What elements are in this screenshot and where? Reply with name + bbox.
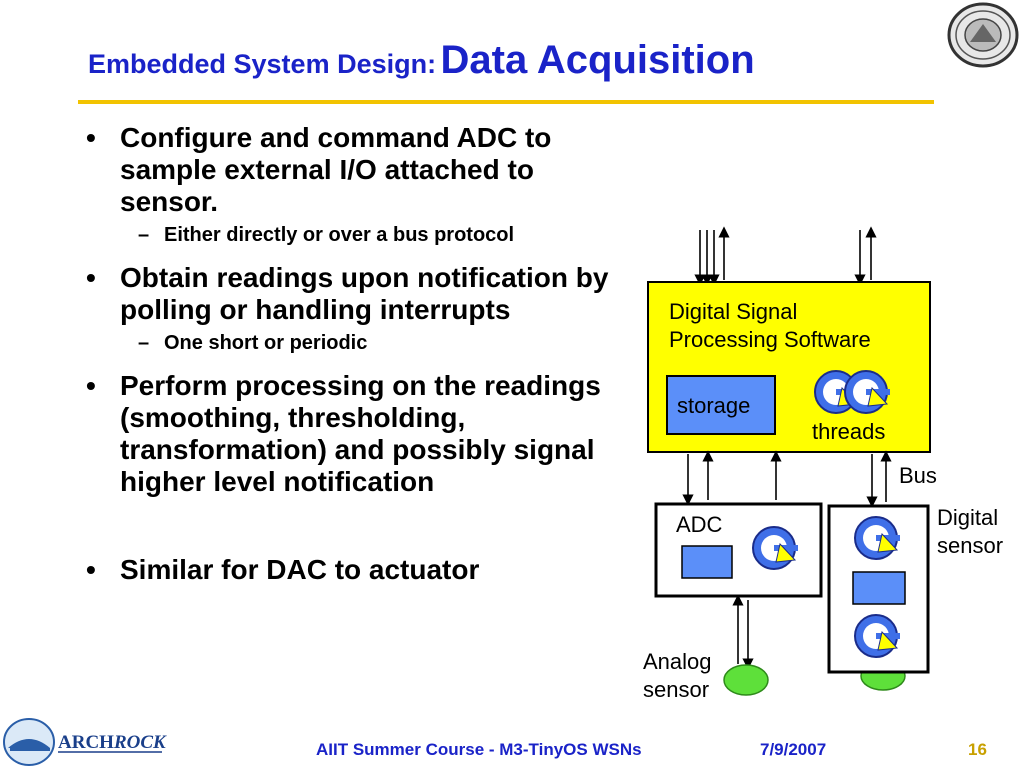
slide-title: Embedded System Design: Data Acquisition bbox=[88, 38, 755, 83]
footer-date: 7/9/2007 bbox=[760, 740, 827, 759]
sub-bullet-text: One short or periodic bbox=[164, 332, 368, 354]
bullet-item: •Configure and command ADC to sample ext… bbox=[86, 122, 552, 217]
title-underline bbox=[78, 100, 934, 104]
storage-label: storage bbox=[677, 393, 751, 418]
sub-bullet-item: –One short or periodic bbox=[138, 332, 368, 354]
dsp-label-line1: Digital Signal bbox=[669, 299, 798, 324]
bullet-item: •Similar for DAC to actuator bbox=[86, 554, 480, 585]
title-prefix: Embedded System Design: bbox=[88, 49, 437, 79]
analog-sensor-node bbox=[723, 664, 769, 696]
bullet-text: Obtain readings upon notification by pol… bbox=[120, 262, 609, 325]
footer-course: AIIT Summer Course - M3-TinyOS WSNs bbox=[316, 740, 642, 759]
bus-label: Bus bbox=[899, 463, 937, 488]
bullet-list: •Configure and command ADC to sample ext… bbox=[86, 122, 626, 586]
dsp-label: Digital Signal Processing Software bbox=[669, 298, 871, 354]
top-io-arrows bbox=[694, 226, 877, 286]
university-seal-icon bbox=[947, 2, 1019, 68]
threads-label: threads bbox=[812, 419, 886, 444]
bullet-text: Configure and command ADC to sample exte… bbox=[120, 122, 552, 217]
digital-sensor-label: Digital sensor bbox=[937, 504, 1003, 560]
bullet-text: Perform processing on the readings (smoo… bbox=[120, 370, 601, 497]
bus-arrows bbox=[682, 450, 892, 508]
analog-sensor-label: Analog sensor bbox=[643, 648, 712, 704]
bullet-item: •Obtain readings upon notification by po… bbox=[86, 262, 609, 325]
adc-register-box bbox=[681, 545, 733, 579]
archrock-logo: ARCHROCK bbox=[3, 718, 167, 766]
bullet-item: •Perform processing on the readings (smo… bbox=[86, 370, 601, 497]
title-main: Data Acquisition bbox=[440, 38, 755, 82]
storage-box bbox=[666, 375, 776, 435]
sensor-register-box bbox=[852, 571, 906, 605]
bullet-text: Similar for DAC to actuator bbox=[120, 554, 480, 585]
digital-sensor-label-line2: sensor bbox=[937, 533, 1004, 558]
sub-bullet-item: –Either directly or over a bus protocol bbox=[138, 224, 515, 246]
adc-label: ADC bbox=[676, 512, 723, 537]
sub-bullet-text: Either directly or over a bus protocol bbox=[164, 224, 515, 246]
analog-sensor-label-line1: Analog bbox=[643, 649, 712, 674]
svg-text:ARCHROCK: ARCHROCK bbox=[58, 732, 167, 753]
digital-sensor-label-line1: Digital bbox=[937, 505, 999, 530]
analog-sensor-label-line2: sensor bbox=[643, 677, 710, 702]
dsp-label-line2: Processing Software bbox=[669, 327, 871, 352]
footer-page-number: 16 bbox=[968, 740, 987, 759]
